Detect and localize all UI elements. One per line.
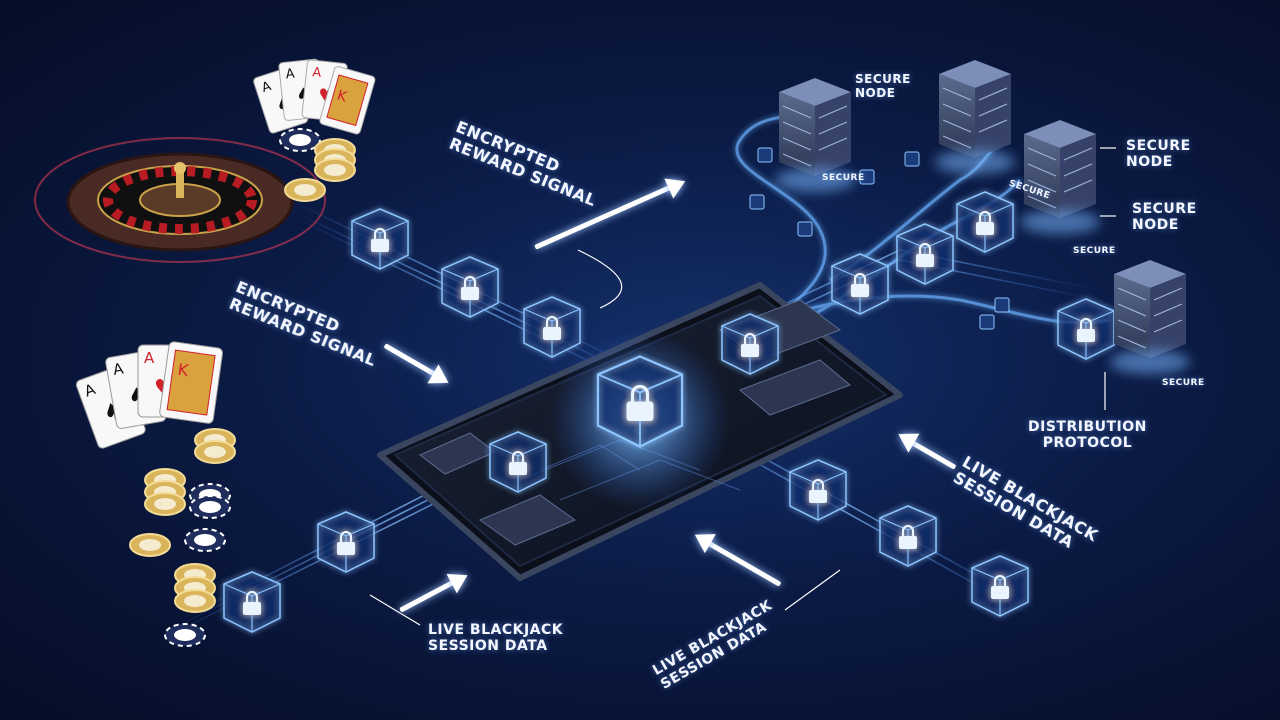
label-server-secure-4: SECURE	[1162, 378, 1205, 388]
playing-cards-hand: A♠ A♠ A♥ K	[75, 341, 224, 449]
playing-cards: A♠ A♠ A♥ K	[253, 58, 376, 135]
svg-text:K: K	[177, 360, 191, 380]
server-secure-node-3	[1020, 120, 1100, 234]
server-distribution	[1110, 260, 1190, 374]
roulette-wheel	[34, 137, 326, 263]
pointer-lines	[369, 147, 1116, 626]
svg-text:A: A	[312, 65, 323, 81]
svg-text:A: A	[112, 359, 126, 379]
svg-text:A: A	[144, 349, 155, 367]
encrypted-blocks	[222, 190, 1116, 634]
svg-text:A: A	[285, 66, 296, 82]
label-server-secure-1: SECURE	[822, 173, 865, 183]
small-lock-tags	[749, 147, 1010, 330]
server-secure-node-2	[935, 60, 1015, 174]
label-server-secure-3: SECURE	[1073, 246, 1116, 256]
